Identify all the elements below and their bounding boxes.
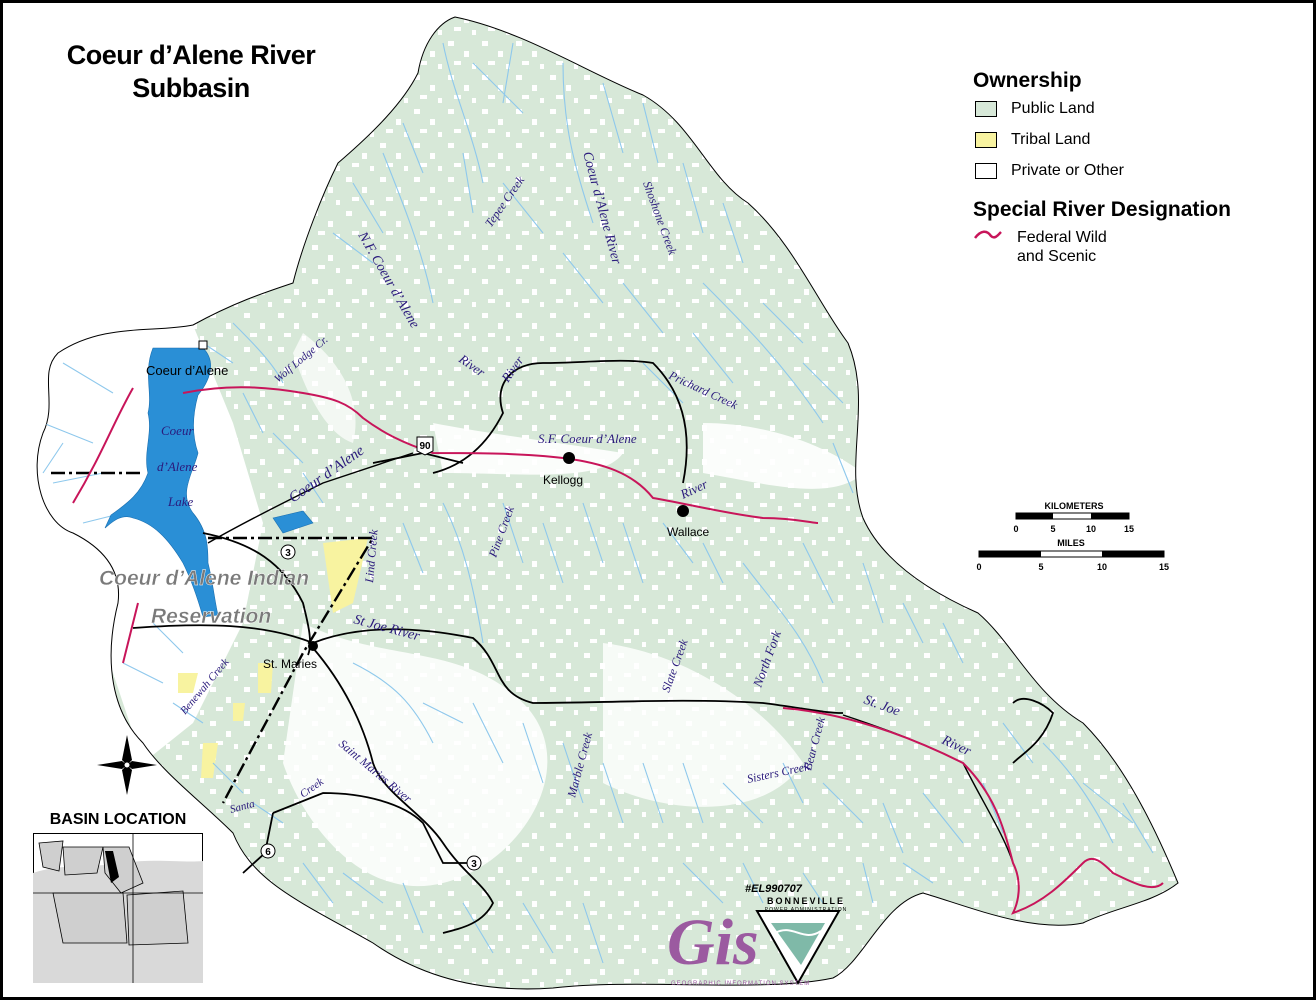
label-kellogg: Kellogg [543, 473, 583, 487]
wild-scenic-label-1: Federal Wild [1017, 229, 1107, 246]
label-wallace: Wallace [667, 525, 710, 539]
gis-logo-text: Gis [667, 906, 759, 979]
svg-text:6: 6 [265, 847, 271, 858]
public-land-swatch [975, 100, 997, 117]
svg-text:Coeur: Coeur [161, 423, 194, 438]
svg-text:15: 15 [1124, 524, 1134, 534]
interstate-90-shield: 90 [416, 436, 434, 456]
highway-shields: 90 3 3 6 [260, 436, 482, 871]
bpa-subtitle: POWER ADMINISTRATION [764, 907, 848, 913]
basin-location-map [33, 833, 203, 983]
legend-special-heading: Special River Designation [973, 198, 1231, 221]
reservation-label: Coeur d’Alene Indian Reservation [99, 567, 309, 628]
bpa-name: BONNEVILLE [766, 896, 845, 906]
private-land-label: Private or Other [1011, 161, 1124, 179]
subbasin-map: 90 3 3 6 Coeur d’Alene Kellogg Wallace S… [36, 16, 1179, 990]
reservation-boundary [51, 471, 376, 804]
title-line-2: Subbasin [132, 73, 250, 103]
svg-text:Lind Creek: Lind Creek [362, 528, 381, 584]
roads [132, 359, 1055, 934]
streams [42, 42, 1154, 964]
svg-text:Reservation: Reservation [151, 605, 271, 628]
legend: Ownership Public Land Tribal Land Privat… [973, 69, 1231, 266]
highway-3-shield-south: 3 [466, 855, 482, 871]
wild-scenic-line-icon [974, 230, 1002, 239]
wild-scenic-rivers [72, 386, 1164, 915]
basin-location-inset: BASIN LOCATION [33, 811, 203, 988]
svg-text:10: 10 [1086, 524, 1096, 534]
map-id: #EL990707 [745, 883, 802, 895]
svg-text:5: 5 [1050, 524, 1055, 534]
label-st-maries: St. Maries [263, 657, 317, 671]
gis-logo-subtitle: GEOGRAPHIC INFORMATION SYSTEM [671, 981, 811, 987]
map-title: Coeur d’Alene River Subbasin [41, 39, 341, 105]
svg-text:MILES: MILES [1057, 538, 1085, 548]
svg-text:3: 3 [285, 548, 291, 559]
svg-text:5: 5 [1038, 562, 1043, 572]
kellogg-dot [563, 452, 575, 464]
legend-item-wild-scenic: Federal Wild and Scenic [973, 228, 1231, 266]
label-coeur-dalene: Coeur d’Alene [146, 363, 228, 378]
svg-text:KILOMETERS: KILOMETERS [1044, 501, 1103, 511]
bpa-logo [755, 910, 841, 986]
coeur-dalene-lake [104, 347, 314, 618]
town-markers [198, 340, 689, 651]
highway-3-shield-north: 3 [280, 544, 296, 560]
scale-bar: KILOMETERS 0 5 10 15 MILES 0 5 10 15 [976, 501, 1169, 572]
svg-text:S.F. Coeur d’Alene: S.F. Coeur d’Alene [538, 431, 637, 446]
svg-text:Coeur d’Alene Indian: Coeur d’Alene Indian [99, 567, 309, 590]
public-land-label: Public Land [1011, 99, 1095, 117]
legend-item-private: Private or Other [973, 155, 1231, 186]
svg-text:0: 0 [976, 562, 981, 572]
tribal-land-swatch [975, 131, 997, 148]
svg-text:10: 10 [1097, 562, 1107, 572]
legend-item-public: Public Land [973, 93, 1231, 124]
coeur-dalene-dot [198, 340, 208, 350]
legend-ownership-heading: Ownership [973, 69, 1082, 92]
svg-text:d’Alene: d’Alene [157, 459, 198, 474]
svg-text:Lake: Lake [167, 494, 194, 509]
wild-scenic-label-2: and Scenic [1017, 248, 1097, 265]
north-arrow [97, 735, 157, 795]
tribal-land-label: Tribal Land [1011, 130, 1091, 148]
basin-location-title: BASIN LOCATION [49, 811, 187, 828]
highway-6-shield: 6 [260, 843, 276, 859]
st-maries-dot [308, 641, 318, 651]
svg-text:0: 0 [1013, 524, 1018, 534]
private-land-swatch [975, 162, 997, 179]
wallace-dot [677, 505, 689, 517]
place-labels: Coeur d’Alene Kellogg Wallace St. Maries [146, 363, 710, 671]
svg-text:90: 90 [419, 441, 431, 452]
title-line-1: Coeur d’Alene River [66, 40, 316, 70]
legend-item-tribal: Tribal Land [973, 124, 1231, 155]
svg-text:15: 15 [1159, 562, 1169, 572]
svg-text:3: 3 [471, 859, 477, 870]
